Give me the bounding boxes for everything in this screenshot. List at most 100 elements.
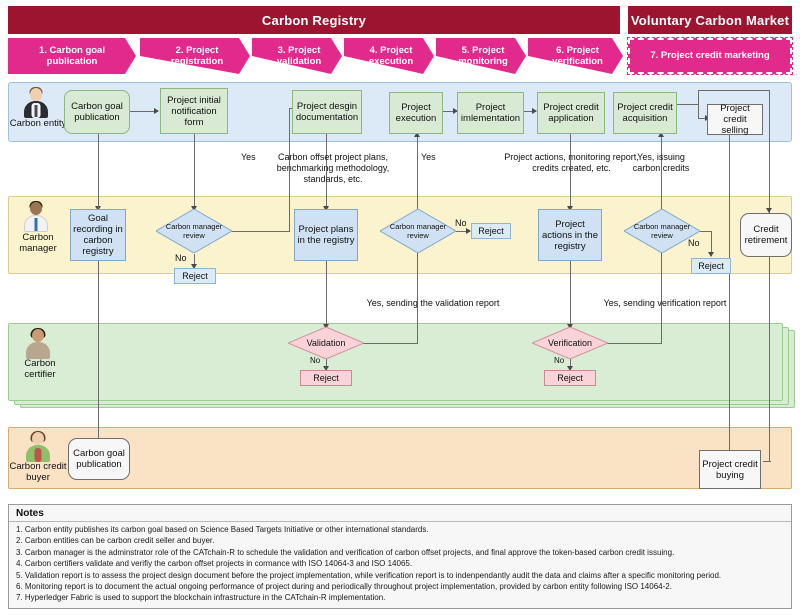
- phase-2-project-registration[interactable]: 2. Project registration: [140, 38, 250, 74]
- node-project-execution[interactable]: Project execution: [389, 92, 443, 134]
- edge-review1-yes-v: [289, 108, 290, 232]
- note-item: 1. Carbon entity publishes its carbon go…: [16, 525, 429, 534]
- edge-selling-to-buying: [729, 135, 730, 455]
- decision-label-verification: Verification: [547, 337, 593, 348]
- avatar-carbon-entity: [23, 87, 49, 118]
- edge-acquisition-to-selling-v2: [769, 90, 770, 128]
- lane-label-carbon-credit-buyer: Carbon credit buyer: [9, 461, 67, 483]
- note-item: 3. Carbon manager is the adminstrator ro…: [16, 547, 675, 557]
- arrowhead-notification-to-review1: [190, 206, 197, 211]
- node-credit-retirement[interactable]: Credit retirement: [740, 213, 792, 257]
- node-reject-validation[interactable]: Reject: [300, 370, 352, 386]
- node-goal-recording-in-carbon-registry[interactable]: Goal recording in carbon registry: [70, 209, 126, 261]
- edge-acquisition-to-selling-top: [698, 90, 770, 91]
- note-item: 7. Hyperledger Fabric is used to support…: [16, 593, 386, 603]
- arrowhead-design-to-plans: [322, 206, 329, 211]
- lane-carbon-credit-buyer: [8, 427, 792, 489]
- node-project-credit-selling[interactable]: Project credit selling: [707, 103, 763, 136]
- edge-validation-no: [326, 358, 327, 370]
- edge-review3-no-v: [711, 231, 712, 255]
- arrowhead-goal-to-goalrecording: [94, 206, 101, 211]
- arrowhead-goal-to-notification: [154, 107, 159, 114]
- edge-review3-yes-v: [661, 134, 662, 210]
- phase-7-project-credit-marketing[interactable]: 7. Project credit marketing: [627, 37, 793, 75]
- note-item: 4. Carbon certifiers validate and verifi…: [16, 559, 413, 569]
- edge-label-no-3: No: [688, 238, 700, 248]
- decision-label-validation: Validation: [306, 337, 346, 348]
- arrowhead-execution-to-implementation: [453, 107, 458, 114]
- edge-buying-to-retirement-h: [763, 461, 771, 462]
- edge-validation-yes-h: [356, 343, 418, 344]
- edge-verification-yes-v: [661, 244, 662, 344]
- avatar-carbon-certifier: [25, 328, 51, 359]
- lane-label-carbon-manager: Carbon manager: [19, 232, 57, 254]
- edge-notification-to-review1: [194, 134, 195, 209]
- phase-5-project-monitoring[interactable]: 5. Project monitoring: [436, 38, 526, 74]
- edge-label-project-plans-note: Carbon offset project plans, benchmarkin…: [276, 152, 390, 184]
- decision-carbon-manager-review-1[interactable]: Carbon manager review: [156, 209, 232, 253]
- node-project-design-documentation[interactable]: Project desgin documentation: [292, 90, 362, 134]
- edge-acquisition-to-selling-v3: [698, 104, 699, 119]
- node-reject-3[interactable]: Reject: [691, 258, 731, 274]
- decision-carbon-manager-review-2[interactable]: Carbon manager review: [380, 209, 456, 253]
- arrowhead-review3-to-acquisition: [657, 132, 664, 137]
- node-project-credit-buying[interactable]: Project credit buying: [699, 450, 761, 489]
- edge-buying-to-retirement-v: [769, 128, 770, 461]
- edge-label-no-1: No: [175, 253, 187, 263]
- arrowhead-actions-to-verification: [566, 324, 573, 329]
- phase-1-carbon-goal-publication[interactable]: 1. Carbon goal publication: [8, 38, 136, 74]
- edge-label-yes-2: Yes: [421, 152, 436, 162]
- edge-acquisition-to-selling-h1: [677, 104, 699, 105]
- edge-label-yes-1: Yes: [241, 152, 256, 162]
- arrowhead-implementation-to-credit-application: [532, 107, 537, 114]
- avatar-carbon-credit-buyer: [25, 431, 51, 462]
- edge-review2-yes-v: [417, 134, 418, 210]
- notes-list: 1. Carbon entity publishes its carbon go…: [9, 522, 791, 604]
- arrowhead-credit-application-to-actions: [566, 206, 573, 211]
- decision-label-review-3: Carbon manager review: [633, 222, 691, 240]
- phase-4-project-execution[interactable]: 4. Project execution: [344, 38, 434, 74]
- edge-label-project-actions-note: Project actions, monitoring report, cred…: [504, 152, 639, 173]
- node-carbon-goal-publication[interactable]: Carbon goal publication: [64, 90, 130, 134]
- lane-carbon-certifier: [8, 323, 783, 401]
- banner-carbon-registry: Carbon Registry: [8, 6, 620, 34]
- lane-label-carbon-certifier: Carbon certifier: [24, 358, 56, 380]
- node-reject-2[interactable]: Reject: [471, 223, 511, 239]
- node-project-actions-in-the-registry[interactable]: Project actions in the registry: [538, 209, 602, 261]
- edge-label-verification-report: Yes, sending verification report: [603, 298, 727, 308]
- avatar-carbon-manager: [23, 201, 49, 232]
- edge-verification-no: [570, 358, 571, 370]
- edge-plans-to-validation: [326, 261, 327, 328]
- node-project-credit-acquisition[interactable]: Project credit acquisition: [613, 92, 677, 134]
- node-project-initial-notification-form[interactable]: Project initial notification form: [160, 88, 228, 134]
- notes-title: Notes: [9, 505, 791, 522]
- node-buyer-carbon-goal-publication[interactable]: Carbon goal publication: [68, 438, 130, 480]
- phase-6-project-verification[interactable]: 6. Project verification: [528, 38, 623, 74]
- node-reject-1[interactable]: Reject: [174, 268, 216, 284]
- lane-label-carbon-entity: Carbon entity: [9, 118, 67, 129]
- edge-review2-no: [456, 231, 470, 232]
- edge-execution-to-implementation: [443, 111, 457, 112]
- note-item: 6. Monitoring report is to document the …: [16, 582, 672, 592]
- edge-label-no-validation: No: [310, 356, 321, 365]
- note-item: 2. Carbon entities can be carbon credit …: [16, 536, 215, 546]
- node-project-credit-application[interactable]: Project credit application: [537, 92, 605, 134]
- edge-validation-yes-v: [417, 244, 418, 344]
- node-project-implementation[interactable]: Project imlementation: [457, 92, 524, 134]
- notes-panel: Notes 1. Carbon entity publishes its car…: [8, 504, 792, 609]
- decision-verification[interactable]: Verification: [532, 327, 608, 359]
- edge-label-no-verification: No: [554, 356, 565, 365]
- edge-implementation-to-credit-application: [524, 111, 536, 112]
- edge-actions-to-verification: [570, 261, 571, 328]
- edge-review3-no-h: [700, 231, 712, 232]
- edge-label-issuing-credits: Yes, issuing carbon credits: [632, 152, 690, 173]
- phase-3-project-validation[interactable]: 3. Project validation: [252, 38, 342, 74]
- node-project-plans-in-the-registry[interactable]: Project plans in the registry: [294, 209, 358, 261]
- node-reject-verification[interactable]: Reject: [544, 370, 596, 386]
- banner-voluntary-carbon-market: Voluntary Carbon Market: [628, 6, 792, 34]
- note-item: 5. Validation report is to assess the pr…: [16, 570, 722, 580]
- decision-carbon-manager-review-3[interactable]: Carbon manager review: [624, 209, 700, 253]
- decision-validation[interactable]: Validation: [288, 327, 364, 359]
- edge-verification-yes-h: [600, 343, 662, 344]
